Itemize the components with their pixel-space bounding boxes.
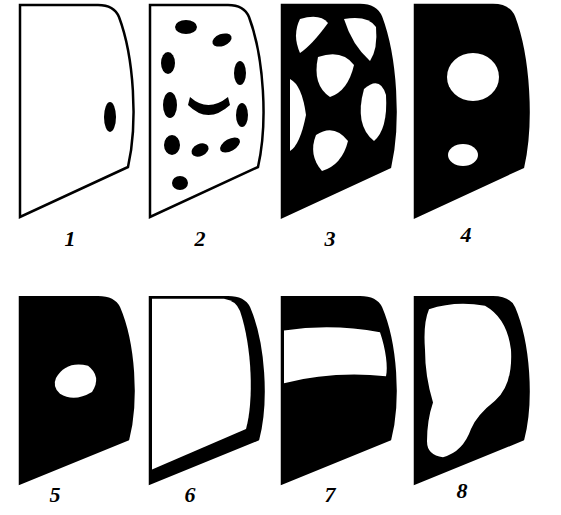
section-4 <box>410 0 540 225</box>
section-8 <box>410 293 540 491</box>
figure-number: 3 <box>325 228 336 250</box>
section-1 <box>15 0 145 225</box>
section-5 <box>15 293 145 491</box>
figure-number: 8 <box>457 480 468 502</box>
section-3 <box>277 0 407 225</box>
figure-number: 7 <box>325 484 336 506</box>
section-6 <box>145 293 275 491</box>
section-2 <box>145 0 275 225</box>
section-7 <box>277 293 407 491</box>
figure-number: 5 <box>50 484 61 506</box>
figure-number: 1 <box>65 228 76 250</box>
figure-number: 6 <box>185 484 196 506</box>
figure-number: 2 <box>195 228 206 250</box>
figure-number: 4 <box>461 224 472 246</box>
